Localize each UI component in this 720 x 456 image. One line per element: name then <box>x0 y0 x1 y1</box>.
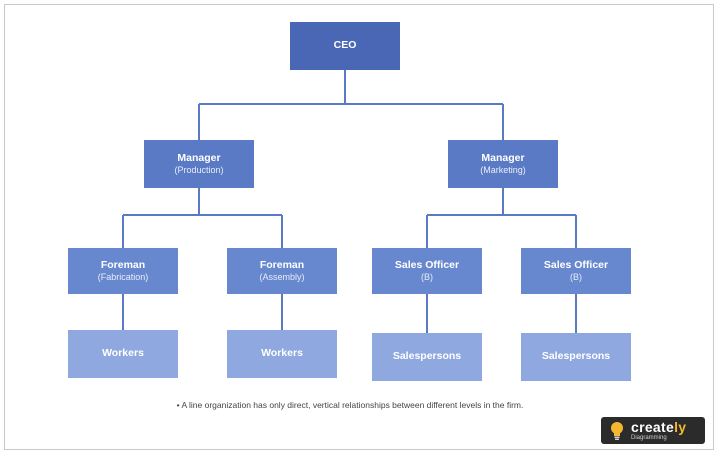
sales-officer-2-title: Sales Officer <box>543 258 609 271</box>
foreman-assembly-subtitle: (Assembly) <box>259 271 305 282</box>
sales-officer-1-subtitle: (B) <box>421 271 433 282</box>
salespersons-1-title: Salespersons <box>392 350 462 363</box>
creately-logo[interactable]: creately Diagramming <box>601 417 705 444</box>
ceo-box: CEO <box>290 22 400 70</box>
foreman-fabrication-subtitle: (Fabrication) <box>97 271 149 282</box>
footnote: • A line organization has only direct, v… <box>176 400 524 410</box>
sales-officer-1-title: Sales Officer <box>394 258 460 271</box>
foreman-assembly-title: Foreman <box>259 258 305 271</box>
manager-production-title: Manager <box>177 151 221 164</box>
sales-officer-box-1: Sales Officer (B) <box>372 248 482 294</box>
logo-wordmark-prefix: create <box>631 419 675 435</box>
salespersons-box-1: Salespersons <box>372 333 482 381</box>
workers-box-1: Workers <box>68 330 178 378</box>
logo-wordmark-accent: ly <box>674 419 687 435</box>
foreman-fabrication-box: Foreman (Fabrication) <box>68 248 178 294</box>
manager-marketing-subtitle: (Marketing) <box>480 164 526 175</box>
sales-officer-2-subtitle: (B) <box>570 271 582 282</box>
logo-tagline: Diagramming <box>631 435 667 441</box>
manager-production-box: Manager (Production) <box>144 140 254 188</box>
manager-production-subtitle: (Production) <box>174 164 224 175</box>
workers-2-title: Workers <box>261 347 303 360</box>
manager-marketing-title: Manager <box>481 151 525 164</box>
manager-marketing-box: Manager (Marketing) <box>448 140 558 188</box>
workers-1-title: Workers <box>102 347 144 360</box>
salespersons-2-title: Salespersons <box>541 350 611 363</box>
foreman-assembly-box: Foreman (Assembly) <box>227 248 337 294</box>
lightbulb-icon <box>611 421 623 440</box>
ceo-title: CEO <box>333 39 357 52</box>
sales-officer-box-2: Sales Officer (B) <box>521 248 631 294</box>
salespersons-box-2: Salespersons <box>521 333 631 381</box>
foreman-fabrication-title: Foreman <box>100 258 146 271</box>
logo-wordmark: creately <box>631 420 686 434</box>
workers-box-2: Workers <box>227 330 337 378</box>
